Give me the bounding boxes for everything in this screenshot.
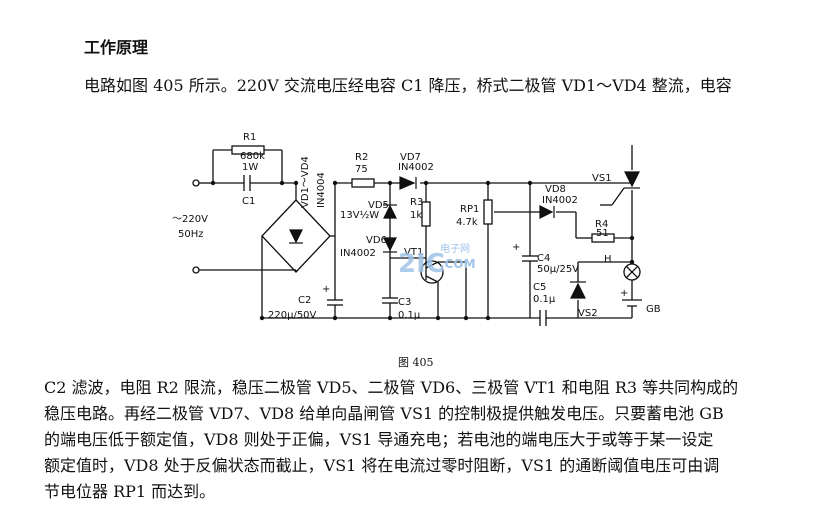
- junction-dots: [210, 180, 635, 321]
- body-line-5: 节电位器 RP1 而达到。: [44, 482, 216, 501]
- label-vd6-part: IN4002: [340, 248, 376, 259]
- label-gb: GB: [646, 304, 661, 315]
- label-vd8-part: IN4002: [542, 195, 578, 206]
- label-ac-voltage: ～220V: [172, 214, 208, 225]
- label-vs2: VS2: [578, 308, 598, 319]
- label-bridge-part: IN4004: [316, 172, 327, 208]
- label-r1: R1: [243, 132, 256, 143]
- label-vs1: VS1: [592, 173, 612, 184]
- vd5-zener: [383, 204, 397, 219]
- label-vd7: VD7: [400, 152, 421, 163]
- circuit-diagram: R1 680k 1W C1 ～220V 50Hz VD1～VD4 IN4004 …: [172, 132, 661, 326]
- label-r3: R3: [410, 197, 423, 208]
- vd7-diode: [399, 176, 416, 190]
- label-h: H: [604, 254, 612, 265]
- label-c4-value: 50μ/25V: [537, 264, 579, 275]
- body-line-3: 的端电压低于额定值，VD8 则处于正偏，VS1 导通充电；若电池的端电压大于或等…: [44, 430, 714, 449]
- label-r4: R4: [595, 219, 608, 230]
- label-c5-value: 0.1μ: [533, 294, 556, 305]
- label-rp1: RP1: [460, 204, 479, 215]
- label-rp1-value: 4.7k: [456, 217, 478, 228]
- label-bridge: VD1～VD4: [300, 156, 311, 208]
- label-r2: R2: [355, 152, 368, 163]
- label-c3-value: 0.1μ: [398, 310, 421, 321]
- plus-gb: +: [620, 288, 628, 299]
- vd8-diode: [539, 205, 554, 219]
- watermark-sub: .COM: [440, 257, 476, 271]
- label-r1-value: 680k: [240, 151, 265, 162]
- bridge-diode: [289, 229, 303, 244]
- label-vd8: VD8: [545, 184, 566, 195]
- body-line-4: 额定值时，VD8 处于反偏状态而截止，VS1 将在电流过零时阻断，VS1 的通断…: [44, 456, 720, 475]
- figure-caption: 图 405: [398, 356, 434, 369]
- label-c3: C3: [398, 297, 411, 308]
- circuit-wires: [192, 145, 642, 326]
- watermark-top: 电子网: [440, 242, 470, 255]
- label-vd5: VD5: [368, 200, 389, 211]
- section-heading: 工作原理: [84, 38, 149, 57]
- label-r4-value: 51: [596, 228, 609, 239]
- watermark-logo: 2IC: [398, 249, 445, 279]
- label-c4: C4: [537, 253, 550, 264]
- label-r1-power: 1W: [242, 162, 258, 173]
- label-r3-value: 1k: [410, 210, 422, 221]
- vs2-thyristor: [570, 282, 586, 299]
- label-c2: C2: [298, 295, 311, 306]
- intro-paragraph: 电路如图 405 所示。220V 交流电压经电容 C1 降压，桥式二极管 VD1…: [84, 76, 732, 95]
- label-vd7-part: IN4002: [398, 162, 434, 173]
- body-line-2: 稳压电路。再经二极管 VD7、VD8 给单向晶闸管 VS1 的控制极提供触发电压…: [44, 404, 724, 423]
- label-vd6: VD6: [366, 235, 387, 246]
- plus-c2: +: [322, 284, 330, 295]
- label-c2-value: 220μ/50V: [268, 310, 317, 321]
- body-line-1: C2 滤波，电阻 R2 限流，稳压二极管 VD5、二极管 VD6、三极管 VT1…: [44, 378, 739, 397]
- label-r2-value: 75: [355, 164, 368, 175]
- plus-c4: +: [512, 242, 520, 253]
- label-c1: C1: [242, 196, 255, 207]
- label-ac-frequency: 50Hz: [178, 229, 204, 240]
- vd6-diode: [383, 237, 397, 252]
- label-vt1: VT1: [404, 247, 423, 258]
- label-vd5-value: 13V½W: [340, 209, 379, 221]
- diode-symbols: [289, 171, 640, 299]
- vs1-thyristor: [624, 171, 640, 188]
- label-c5: C5: [533, 282, 546, 293]
